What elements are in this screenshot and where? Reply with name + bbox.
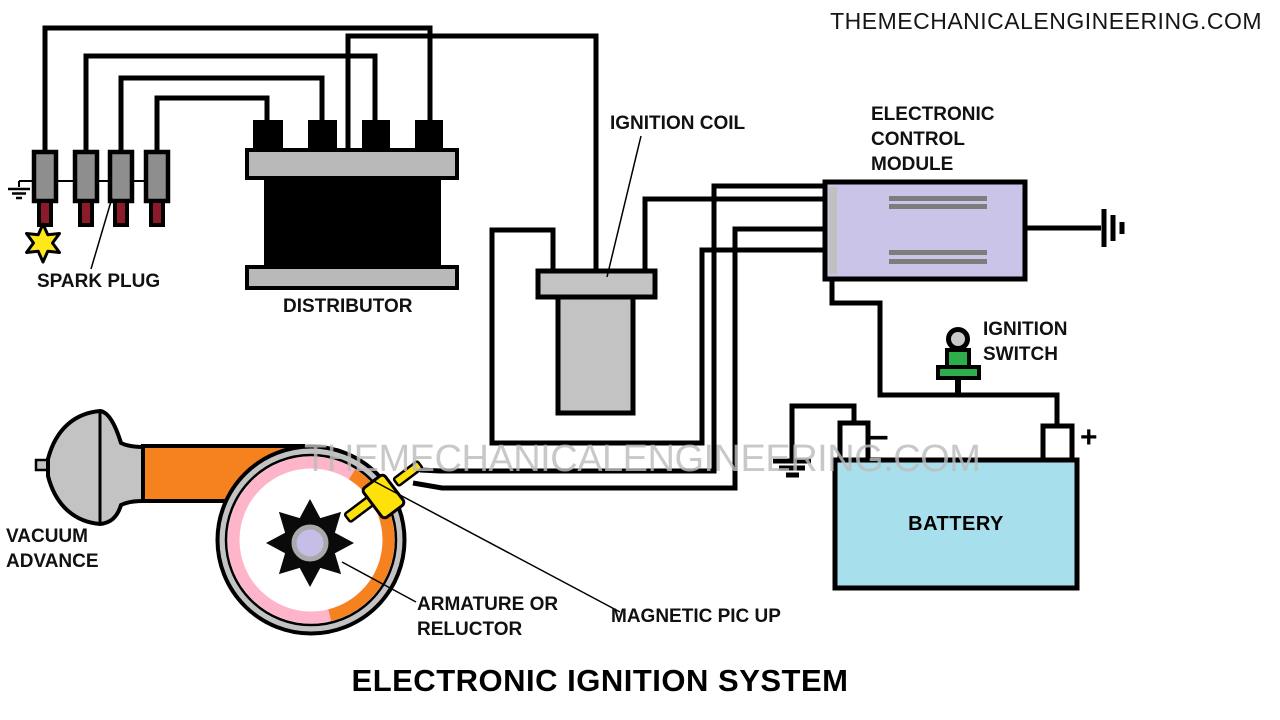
pointer-magnetic-pickup xyxy=(367,477,621,613)
label-distributor: DISTRIBUTOR xyxy=(283,296,413,317)
battery-negative-terminal xyxy=(837,420,871,464)
ecm xyxy=(822,179,1028,282)
site-brand-text: THEMECHANICALENGINEERING.COM xyxy=(830,8,1262,34)
ground-symbol-battery xyxy=(773,458,811,478)
ecm-vent-bar xyxy=(889,250,987,255)
wire-plug3-to-terminal2 xyxy=(118,75,325,152)
label-ignition-switch: IGNITION SWITCH xyxy=(983,319,1068,365)
pointer-spark-plug xyxy=(90,197,113,270)
reluctor-hub xyxy=(291,524,329,562)
spark-plug-1 xyxy=(31,149,59,227)
wire-ecm-to-switch-to-battery-positive xyxy=(829,278,1060,430)
label-armature-reluctor: ARMATURE OR RELUCTOR xyxy=(417,594,559,640)
label-spark-plug: SPARK PLUG xyxy=(37,271,161,292)
ignition-switch xyxy=(936,327,981,380)
ignition-coil-cap xyxy=(535,268,658,300)
ecm-connector-strip xyxy=(829,187,837,274)
label-battery: BATTERY xyxy=(908,512,1004,535)
spark-plug-3 xyxy=(107,149,135,227)
wire-coil-to-distributor xyxy=(345,33,599,272)
label-ignition-coil: IGNITION COIL xyxy=(610,113,746,134)
spark-plug-4 xyxy=(143,149,171,227)
wires xyxy=(18,25,1101,491)
pointer-ignition-coil xyxy=(606,135,642,278)
ecm-vent-bar xyxy=(889,196,987,201)
ground-symbol-plugs xyxy=(8,187,30,200)
ignition-switch-knob xyxy=(946,327,970,351)
wire-plug4-to-terminal1 xyxy=(154,95,270,152)
battery-negative-sign: − xyxy=(869,419,889,457)
wire-coil-left-loop-to-ecm xyxy=(489,227,826,446)
reluctor-housing xyxy=(215,444,407,636)
wire-plug1-to-terminal4 xyxy=(42,25,433,152)
spark-plug-2 xyxy=(72,149,100,227)
diagram-title: ELECTRONIC IGNITION SYSTEM xyxy=(351,663,849,698)
label-ecm: ELECTRONIC CONTROL MODULE xyxy=(871,104,995,175)
pointer-lines xyxy=(90,135,642,613)
distributor-body xyxy=(264,176,441,269)
distributor-cap-band xyxy=(245,148,459,180)
spark-flash-icon xyxy=(25,222,61,264)
distributor xyxy=(245,120,459,290)
spark-plugs xyxy=(25,149,171,264)
ignition-switch-base xyxy=(936,365,981,380)
ground-symbol-ecm xyxy=(1101,209,1125,247)
battery-positive-sign: + xyxy=(1080,421,1098,454)
distributor-base-band xyxy=(245,265,459,290)
label-vacuum-advance: VACUUM ADVANCE xyxy=(6,526,99,572)
wire-pickup-lower-to-ecm xyxy=(412,226,826,491)
watermark-text: THEMECHANICALENGINEERING.COM xyxy=(304,438,981,480)
wire-pickup-upper-to-ecm xyxy=(419,183,826,474)
label-magnetic-pickup: MAGNETIC PIC UP xyxy=(611,606,781,627)
ecm-vent-bar xyxy=(889,204,987,209)
vacuum-advance-bell xyxy=(46,408,145,527)
magnetic-pickup-upper-stick xyxy=(392,460,424,487)
battery-box xyxy=(832,457,1080,591)
wire-plug2-to-terminal3 xyxy=(83,53,378,152)
ignition-coil xyxy=(535,268,658,416)
pointer-armature xyxy=(341,561,417,603)
ignition-coil-body xyxy=(555,294,636,416)
magnetic-pickup-block xyxy=(361,473,406,520)
battery-positive-terminal xyxy=(1040,423,1075,464)
magnetic-pickup xyxy=(343,460,424,523)
ecm-vent-bar xyxy=(889,259,987,264)
battery xyxy=(832,420,1080,591)
wire-battery-negative-to-ground xyxy=(789,403,857,459)
wire-coil-right-to-ecm xyxy=(642,196,826,274)
